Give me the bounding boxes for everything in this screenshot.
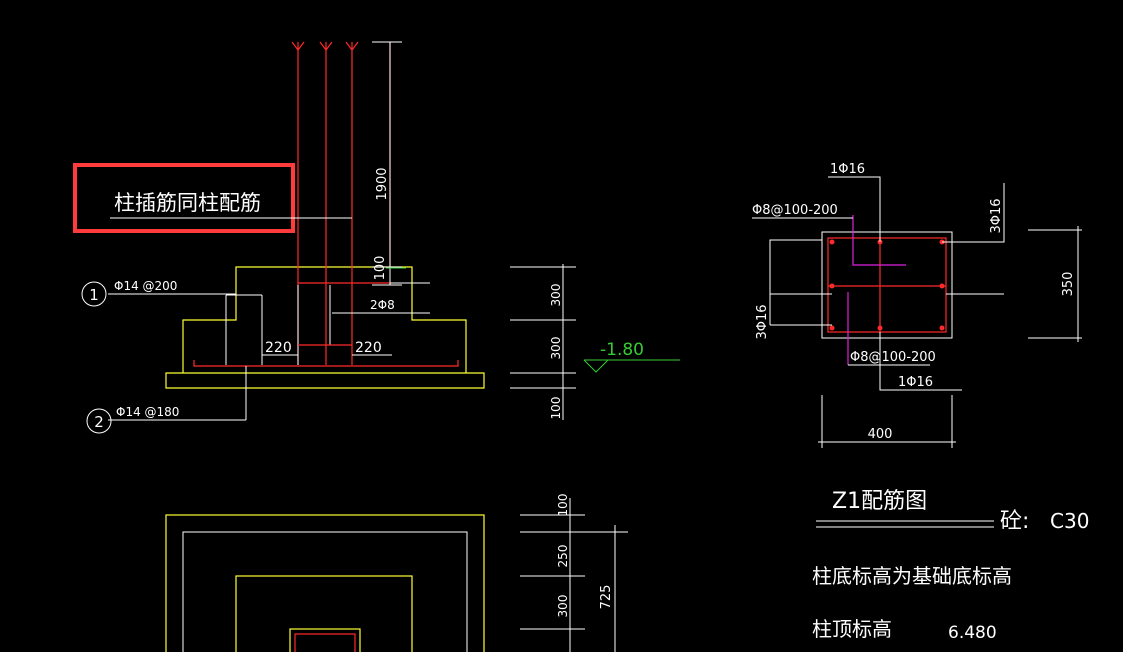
column-stirrup-outer — [827, 237, 947, 333]
top-bar-label: 1Φ16 — [830, 162, 865, 177]
column-dowel-note: 柱插筋同柱配筋 — [114, 191, 261, 215]
footing-outline — [165, 266, 485, 389]
elevation-label: -1.80 — [600, 340, 644, 360]
section-dimensions: 300 300 100 -1.80 — [510, 264, 680, 420]
bottom-stirrup-label: Φ8@100-200 — [850, 350, 936, 365]
dim-100-bot: 100 — [549, 397, 563, 420]
bar-2phi8-label: 2Φ8 — [370, 298, 395, 312]
bottom-rebar — [193, 360, 459, 367]
footing-section: 1 2 Φ14 @200 Φ14 @180 2Φ8 220 220 1900 1… — [81, 41, 485, 434]
bar-1-label: Φ14 @200 — [114, 279, 177, 293]
callout-1-circle — [81, 281, 107, 307]
callout-2-circle — [86, 408, 112, 434]
note-top-label: 柱顶标高 — [812, 617, 892, 641]
dim-300-top: 300 — [549, 284, 563, 307]
concrete-label: 砼: — [1000, 509, 1029, 534]
plan-dim-100: 100 — [556, 494, 570, 517]
right-bar-label: 3Φ16 — [989, 198, 1004, 233]
bottom-bar-label: 1Φ16 — [898, 375, 933, 390]
dim-220-left: 220 — [265, 340, 292, 356]
column-section: 1Φ16 Φ8@100-200 3Φ16 3Φ16 Φ8@100-200 1Φ1… — [752, 162, 1082, 448]
plan-dim-725: 725 — [599, 585, 614, 610]
top-stirrup-label: Φ8@100-200 — [752, 203, 838, 218]
note-base-elevation: 柱底标高为基础底标高 — [812, 564, 1012, 588]
plan-dim-300: 300 — [556, 595, 570, 618]
concrete-grade: C30 — [1050, 509, 1089, 533]
callout-1-label: 1 — [89, 286, 99, 304]
stirrup-leader-top — [852, 215, 906, 266]
column-outline — [821, 231, 953, 339]
bar-2-label: Φ14 @180 — [116, 405, 179, 419]
dim-300-mid: 300 — [549, 337, 563, 360]
dim-1900: 1900 — [375, 167, 390, 200]
elevation-mark — [583, 359, 680, 373]
legend: Z1配筋图 砼: C30 柱底标高为基础底标高 柱顶标高 6.480 — [812, 489, 1089, 643]
callout-2-label: 2 — [94, 413, 104, 431]
footing-plan: 100 250 300 725 — [165, 494, 628, 652]
width-dim-400: 400 — [868, 427, 893, 442]
legend-title: Z1配筋图 — [832, 489, 927, 514]
dim-100-column: 100 — [373, 256, 388, 281]
left-bar-label: 3Φ16 — [755, 304, 770, 339]
break-marks — [291, 41, 359, 51]
dim-220-right: 220 — [355, 340, 382, 356]
plan-dim-250: 250 — [556, 545, 570, 568]
height-dim-350: 350 — [1061, 272, 1076, 297]
note-top-value: 6.480 — [948, 623, 997, 643]
highlight-box — [73, 163, 295, 233]
